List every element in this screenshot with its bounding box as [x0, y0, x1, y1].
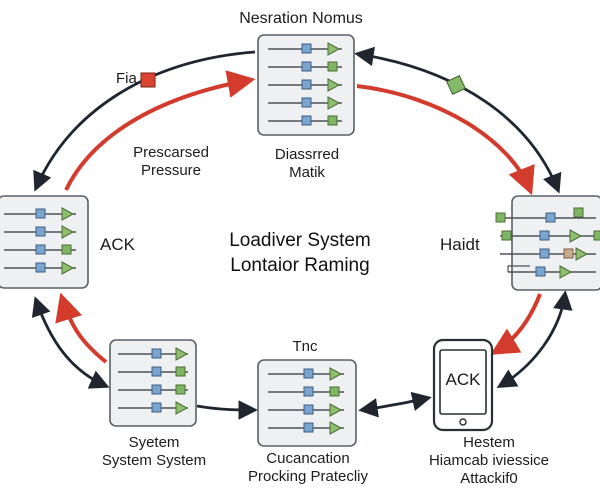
process-block-icon: [4, 207, 76, 275]
arrow-top-to-left-dark: [33, 50, 256, 192]
node-left-caption: ACK: [100, 235, 135, 254]
arrow-bottom-left-to-center-dark: [196, 400, 258, 420]
node-bottom-center[interactable]: [257, 359, 357, 447]
process-block-icon: [268, 367, 344, 435]
node-top-caption: Nesration Nomus: [239, 10, 363, 27]
arrow-left-to-bottom-left-dark: [31, 296, 110, 389]
node-bottom-left-caption: Syetem System System: [101, 434, 207, 469]
node-left[interactable]: [0, 195, 89, 289]
node-right[interactable]: [495, 195, 600, 291]
process-block-icon: [495, 207, 600, 279]
center-title: Loadiver System Lontaior Raming: [229, 230, 371, 276]
red-marker-square: [140, 72, 156, 88]
arrow-right-to-bottom-right-red: [490, 293, 542, 355]
arrow-center-to-bottom-right-dark: [358, 391, 432, 418]
node-right-caption: Haidt: [440, 235, 480, 254]
node-bottom-right[interactable]: [432, 338, 494, 432]
node-bottom-center-caption: Cucancation Procking Pratecliy: [247, 450, 369, 485]
node-top-sublabel: Diassrred Matik: [274, 146, 340, 181]
arrow-right-to-bottom-right-dark: [496, 290, 573, 389]
phone-icon: [432, 338, 494, 432]
arrow-right-to-top-dark: [354, 46, 562, 194]
green-marker-square: [446, 75, 466, 95]
node-bottom-right-caption: Hestem Hiamcab iviessice Attackif0: [428, 434, 550, 487]
arrow-left-to-top-red: [64, 70, 256, 191]
phone-screen-text: ACK: [445, 370, 481, 389]
pressure-label: Prescarsed Pressure: [133, 144, 209, 179]
node-bottom-center-top-caption: Tnc: [292, 338, 318, 355]
process-block-icon: [268, 42, 342, 126]
node-bottom-left[interactable]: [109, 339, 197, 427]
process-block-icon: [118, 347, 189, 415]
marker-label-fia: Fia: [116, 70, 137, 87]
arrow-bottom-left-to-left-red: [55, 292, 108, 364]
node-top[interactable]: [257, 34, 355, 136]
arrow-top-to-right-red: [356, 84, 535, 196]
